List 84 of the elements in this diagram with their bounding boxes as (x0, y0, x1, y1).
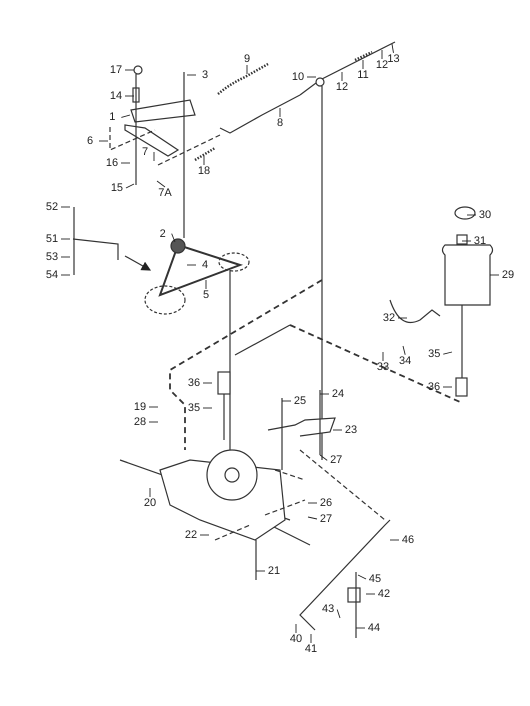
leader-line (202, 382, 212, 384)
callout-number: 18 (195, 165, 213, 177)
leader-line (462, 240, 472, 242)
callout-number: 33 (374, 361, 392, 373)
leader-line (246, 64, 248, 74)
leader-line (186, 74, 196, 76)
callout-number: 36 (185, 377, 203, 389)
callout-number: 29 (499, 269, 517, 281)
callout-number: 42 (375, 588, 393, 600)
leader-line (382, 352, 384, 362)
leader-line (358, 574, 366, 580)
callout-number: 28 (131, 416, 149, 428)
callout-number: 7 (136, 146, 154, 158)
callout-number: 27 (327, 454, 346, 466)
callout-number: 25 (291, 395, 309, 407)
leader-line (186, 264, 196, 266)
leader-line (490, 274, 500, 276)
callout-number: 2 (154, 228, 172, 240)
callout-number: 23 (342, 424, 360, 436)
callout-number: 35 (185, 402, 203, 414)
leader-line (60, 274, 70, 276)
callout-number: 35 (425, 348, 444, 360)
callout-number: 1 (103, 111, 122, 124)
leader-line (320, 454, 328, 461)
leader-line (60, 238, 70, 240)
leader-line (98, 140, 108, 142)
callout-number: 30 (476, 209, 494, 221)
callout-number: 11 (354, 69, 372, 81)
callout-number: 52 (43, 201, 61, 213)
callout-number: 41 (302, 643, 320, 655)
callout-number: 12 (333, 81, 351, 93)
leader-line (156, 180, 166, 188)
callout-number: 9 (238, 53, 256, 65)
callout-number: 19 (131, 401, 149, 413)
leader-line (362, 60, 364, 70)
callout-number: 45 (366, 573, 384, 586)
callout-number: 36 (425, 381, 443, 393)
callout-number: 21 (265, 565, 283, 577)
callout-number: 4 (196, 259, 214, 271)
leader-line (392, 44, 394, 54)
leader-line (306, 76, 316, 78)
callout-number: 17 (107, 64, 125, 76)
callout-number: 6 (81, 135, 99, 147)
callout-number: 54 (43, 269, 61, 281)
callout-number: 20 (141, 497, 159, 509)
callout-number: 16 (103, 157, 121, 169)
leader-line (60, 256, 70, 258)
callout-number: 10 (289, 71, 307, 83)
callout-number: 31 (471, 235, 489, 247)
leader-line (308, 516, 318, 520)
callout-number: 34 (396, 354, 414, 367)
leader-line (200, 534, 210, 536)
callout-number: 44 (365, 622, 383, 634)
leader-line (120, 162, 130, 164)
callout-number: 3 (196, 69, 214, 81)
leader-line (308, 502, 318, 504)
leader-line (148, 406, 158, 408)
callout-number: 26 (317, 497, 335, 509)
callout-number: 7A (156, 187, 174, 199)
leader-line (126, 184, 134, 188)
callout-number: 8 (271, 117, 289, 129)
leader-line (402, 346, 406, 356)
leader-line (256, 570, 266, 572)
leader-line (282, 400, 292, 402)
leader-line (60, 206, 70, 208)
callout-number: 51 (43, 233, 61, 245)
callout-number: 32 (380, 312, 398, 324)
leader-line (171, 233, 176, 242)
callout-number: 46 (399, 534, 417, 546)
callout-number: 22 (182, 529, 200, 541)
callout-number: 24 (329, 388, 347, 400)
leader-line (442, 386, 452, 388)
callout-number: 53 (43, 251, 61, 263)
callout-number: 14 (107, 90, 125, 102)
callout-number: 15 (108, 182, 126, 194)
leader-line (336, 609, 340, 618)
leader-line (120, 114, 130, 118)
callout-number: 5 (197, 289, 215, 301)
callout-number: 27 (317, 513, 335, 525)
callout-number: 43 (319, 603, 338, 616)
leader-line (310, 634, 312, 644)
leader-line (442, 352, 452, 355)
callout-number: 40 (287, 633, 305, 645)
leader-line (466, 214, 476, 216)
